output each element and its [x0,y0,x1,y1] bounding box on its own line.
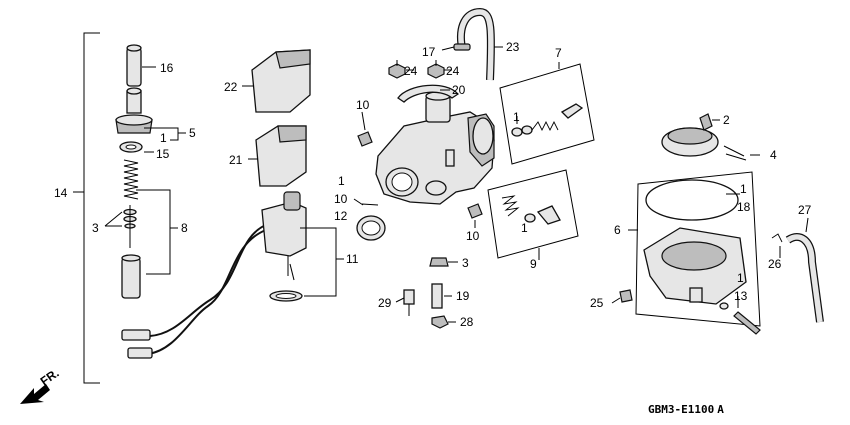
label-23: 23 [506,40,520,54]
top-cover-22 [242,49,311,113]
choke-parts [661,113,760,161]
label-24: 24 [446,64,460,78]
label-4: 4 [770,148,777,162]
label-1: 1 [737,271,744,285]
diagram-code-suffix: A [717,403,724,416]
label-27: 27 [798,203,812,217]
label-14: 14 [54,186,68,200]
label-20: 20 [452,83,466,97]
label-2: 2 [723,113,730,127]
label-15: 15 [156,147,170,161]
float-bowl [611,171,783,335]
label-26: 26 [768,257,782,271]
plate-20 [397,84,459,103]
front-arrow-icon: FR. [20,366,62,404]
label-3: 3 [462,256,469,270]
label-24: 24 [404,64,418,78]
label-1: 1 [338,174,345,188]
label-12: 12 [334,209,348,223]
label-25: 25 [590,296,604,310]
label-9: 9 [530,257,537,271]
carburetor-body [353,91,495,241]
label-19: 19 [456,289,470,303]
part-labels: 16 5 1 15 14 3 8 22 21 1 10 12 11 10 17 … [54,40,812,329]
label-28: 28 [460,315,474,329]
needle-assembly [73,32,186,384]
label-11: 11 [346,252,359,266]
tube-27 [785,217,824,323]
label-1: 1 [160,131,167,145]
label-10: 10 [466,229,480,243]
label-29: 29 [378,296,392,310]
tube-23 [441,7,503,81]
label-13: 13 [734,289,748,303]
label-5: 5 [189,126,196,140]
label-1: 1 [521,221,528,235]
label-1: 1 [513,110,520,124]
label-10: 10 [356,98,370,112]
label-7: 7 [555,46,562,60]
label-21: 21 [229,153,243,167]
auto-choke [121,191,344,359]
diagram-code-main: GBM3-E1100 [648,403,714,416]
top-cover-21 [248,125,307,187]
front-marker-label: FR. [38,366,62,389]
label-1: 1 [740,182,747,196]
label-17: 17 [422,45,436,59]
label-3: 3 [92,221,99,235]
label-22: 22 [224,80,238,94]
jets [395,257,458,329]
kit-9 [487,169,579,260]
label-8: 8 [181,221,188,235]
kit-7 [499,62,595,165]
label-10: 10 [334,192,348,206]
label-6: 6 [614,223,621,237]
screws-24 [388,60,452,79]
label-16: 16 [160,61,174,75]
label-18: 18 [737,200,751,214]
